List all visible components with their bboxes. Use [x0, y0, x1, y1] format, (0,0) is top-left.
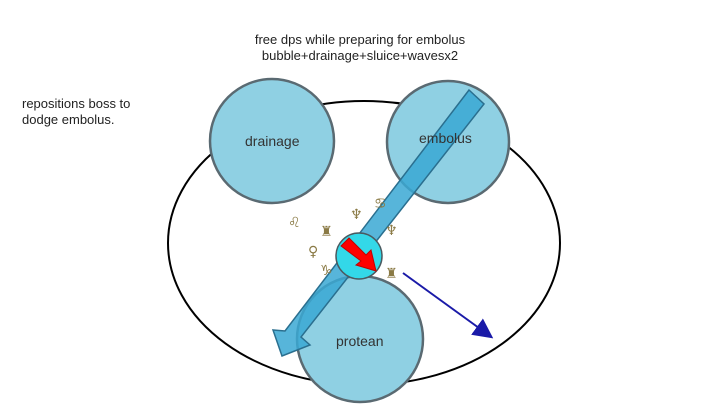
- drainage-circle: [208, 77, 336, 205]
- embolus-path-arrow: [271, 88, 486, 357]
- party-member-icon: ♑: [320, 263, 333, 279]
- party-member-icon: ♌: [288, 215, 301, 231]
- side-note-line-1: repositions boss to: [22, 96, 131, 111]
- caption: free dps while preparing for embolus bub…: [180, 32, 540, 64]
- party-member-icon: ♆: [350, 207, 363, 223]
- party-member-icon: ♜: [385, 266, 398, 282]
- caption-line-1: free dps while preparing for embolus: [254, 32, 466, 47]
- caption-line-2: bubble+drainage+sluice+wavesx2: [261, 48, 459, 63]
- party-member-icon: ♜: [320, 224, 333, 240]
- side-note: repositions boss to dodge embolus.: [22, 96, 182, 128]
- boss-move-arrow: [402, 272, 494, 339]
- party-member-icon: ♋: [374, 196, 387, 212]
- party-member-icon: ♀: [308, 244, 318, 260]
- party-member-icon: ♆: [385, 223, 398, 239]
- embolus-label: embolus: [419, 130, 472, 146]
- party-icons: ♋ ♆ ♌ ♜ ♆ ♀ ♑ ♜: [288, 196, 398, 282]
- drainage-label: drainage: [245, 133, 300, 149]
- side-note-line-2: dodge embolus.: [22, 112, 115, 127]
- protean-label: protean: [336, 333, 383, 349]
- boss-facing-arrow-icon: [340, 237, 377, 272]
